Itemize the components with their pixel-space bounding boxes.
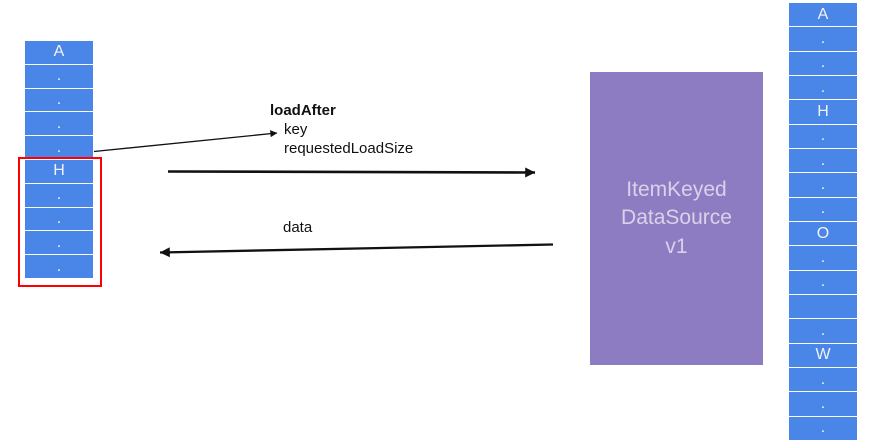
loaded-range-highlight <box>18 157 102 287</box>
list-cell: . <box>789 318 857 343</box>
list-cell: . <box>789 123 857 148</box>
datasource-box: ItemKeyed DataSource v1 <box>590 72 763 365</box>
list-cell: . <box>25 87 93 112</box>
list-cell: . <box>789 366 857 392</box>
left-list: A . . . . H . . . . <box>25 41 93 278</box>
list-cell: . <box>25 182 93 207</box>
response-arrow <box>159 243 554 258</box>
request-param-key: key <box>284 121 308 138</box>
request-arrow <box>167 167 536 178</box>
list-cell: W <box>789 342 857 367</box>
list-cell: . <box>789 196 857 221</box>
datasource-line: DataSource <box>621 206 732 230</box>
datasource-line: ItemKeyed <box>626 177 727 201</box>
list-cell: . <box>789 391 857 416</box>
request-title: loadAfter <box>270 102 336 119</box>
list-cell: . <box>789 50 857 75</box>
request-label-block: loadAfter key requestedLoadSize <box>270 101 413 158</box>
list-cell: . <box>25 63 93 88</box>
list-cell: . <box>25 254 93 278</box>
list-cell: . <box>25 135 93 159</box>
right-list: A . . . H . . . . O . . . W . . . <box>789 3 857 440</box>
key-pointer-arrow <box>93 130 278 153</box>
list-cell: . <box>789 415 857 440</box>
list-cell: O <box>789 220 857 246</box>
list-cell: . <box>789 172 857 197</box>
list-cell: H <box>25 158 93 183</box>
list-cell: A <box>789 3 857 27</box>
list-cell: A <box>25 41 93 64</box>
list-cell: . <box>25 206 93 231</box>
list-cell: . <box>789 74 857 100</box>
datasource-line: v1 <box>665 234 688 258</box>
list-cell <box>789 293 857 319</box>
list-cell: . <box>789 26 857 51</box>
list-cell: H <box>789 99 857 124</box>
list-cell: . <box>789 245 857 270</box>
list-cell: . <box>789 147 857 173</box>
list-cell: . <box>25 230 93 255</box>
list-cell: . <box>789 269 857 294</box>
request-param-size: requestedLoadSize <box>284 140 414 157</box>
response-label: data <box>283 219 313 236</box>
list-cell: . <box>25 111 93 136</box>
